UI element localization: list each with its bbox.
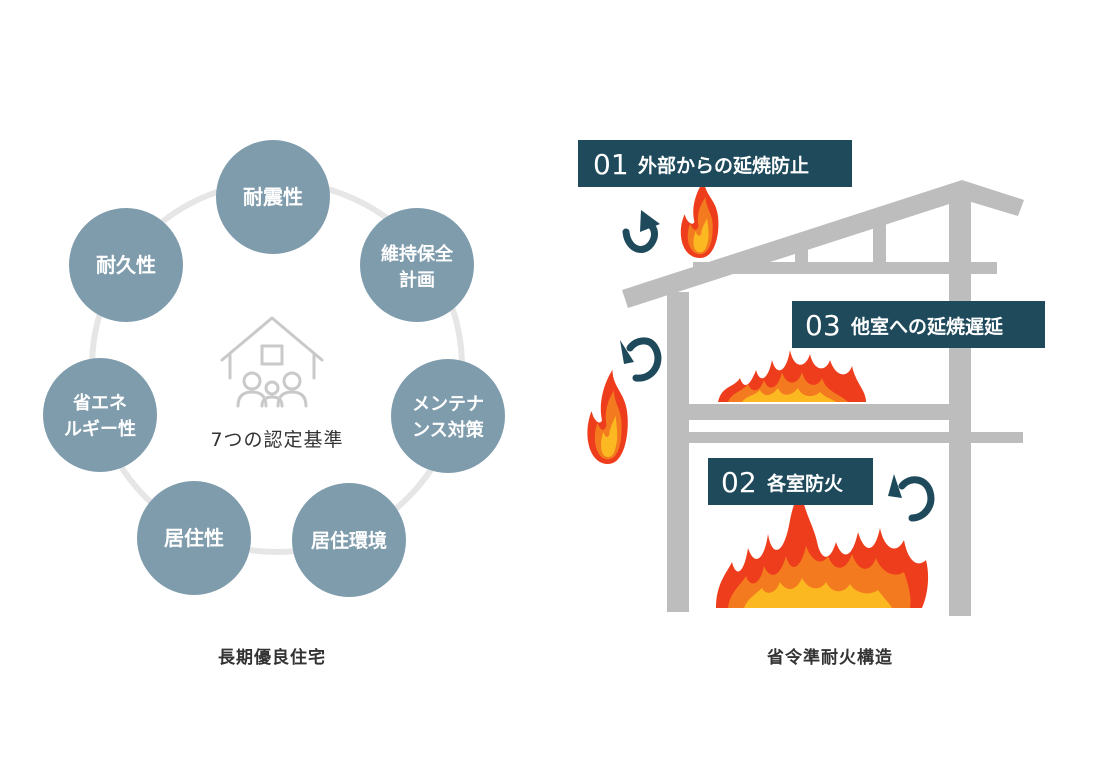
- node-label: 耐震性: [243, 185, 303, 209]
- arrows: [620, 210, 935, 522]
- node-label-line-2: 計画: [399, 269, 435, 291]
- label-02: 02 各室防火: [708, 458, 873, 505]
- node-circle: [391, 359, 505, 473]
- node-label: 居住性: [164, 526, 224, 550]
- roof-strut-right: [873, 214, 886, 274]
- label-box: [708, 458, 873, 505]
- node-taikyu: 耐久性: [69, 208, 183, 322]
- node-label: 耐久性: [96, 253, 156, 277]
- node-label-line-2: ンス対策: [412, 419, 485, 441]
- node-taishin: 耐震性: [216, 140, 330, 254]
- roof-tie-beam: [693, 262, 997, 274]
- right-diagram: 01 外部からの延焼防止 03 他室への延焼遅延 02 各室防火 省令準耐火構造: [578, 140, 1045, 668]
- node-label-line-2: ルギー性: [64, 418, 136, 440]
- node-label-line-1: メンテナ: [412, 394, 484, 415]
- right-caption: 省令準耐火構造: [766, 647, 893, 668]
- node-circle: [216, 140, 330, 254]
- flame-roof: [680, 180, 719, 258]
- node-kyoju-kankyo: 居住環境: [292, 483, 406, 597]
- node-kyoju-sei: 居住性: [137, 481, 251, 595]
- node-iji-hozen: 維持保全 計画: [360, 208, 474, 322]
- node-label-line-1: 維持保全: [381, 243, 454, 265]
- node-circle: [292, 483, 406, 597]
- center-label: 7つの認定基準: [210, 429, 343, 451]
- label-number: 01: [593, 148, 629, 181]
- left-diagram: 7つの認定基準 耐震性 維持保全 計画 メンテナ ンス対策 居住環境 居住性 省…: [43, 140, 505, 668]
- left-pillar: [667, 292, 689, 612]
- node-label-line-1: 省エネ: [72, 392, 127, 414]
- label-03: 03 他室への延焼遅延: [792, 301, 1045, 348]
- node-maintenance: メンテナ ンス対策: [391, 359, 505, 473]
- node-circle: [360, 208, 474, 322]
- floor-beam: [667, 404, 971, 420]
- node-shoene: 省エネ ルギー性: [43, 358, 157, 472]
- roof-strut-left: [795, 238, 808, 274]
- ceiling-line: [689, 432, 1023, 443]
- node-circle: [69, 208, 183, 322]
- flames-upper-floor: [718, 350, 866, 402]
- label-01: 01 外部からの延焼防止: [578, 140, 852, 187]
- return-arrow-icon-roof: [622, 210, 660, 253]
- label-box: [792, 301, 1045, 348]
- node-circle: [137, 481, 251, 595]
- return-arrow-icon-wall: [620, 337, 662, 382]
- label-text: 他室への延焼遅延: [850, 315, 1004, 338]
- label-text: 外部からの延焼防止: [638, 154, 809, 177]
- node-label: 居住環境: [311, 529, 387, 552]
- flames-lower-floor: [716, 494, 929, 608]
- left-caption: 長期優良住宅: [218, 647, 326, 668]
- label-number: 03: [805, 309, 841, 342]
- label-number: 02: [721, 466, 757, 499]
- flame-exterior: [587, 369, 628, 464]
- label-box: [578, 140, 852, 187]
- house-family-icon: [220, 316, 324, 408]
- return-arrow-icon-room: [888, 474, 935, 522]
- node-circle: [43, 358, 157, 472]
- label-text: 各室防火: [766, 472, 844, 495]
- roof-eave: [958, 180, 1024, 216]
